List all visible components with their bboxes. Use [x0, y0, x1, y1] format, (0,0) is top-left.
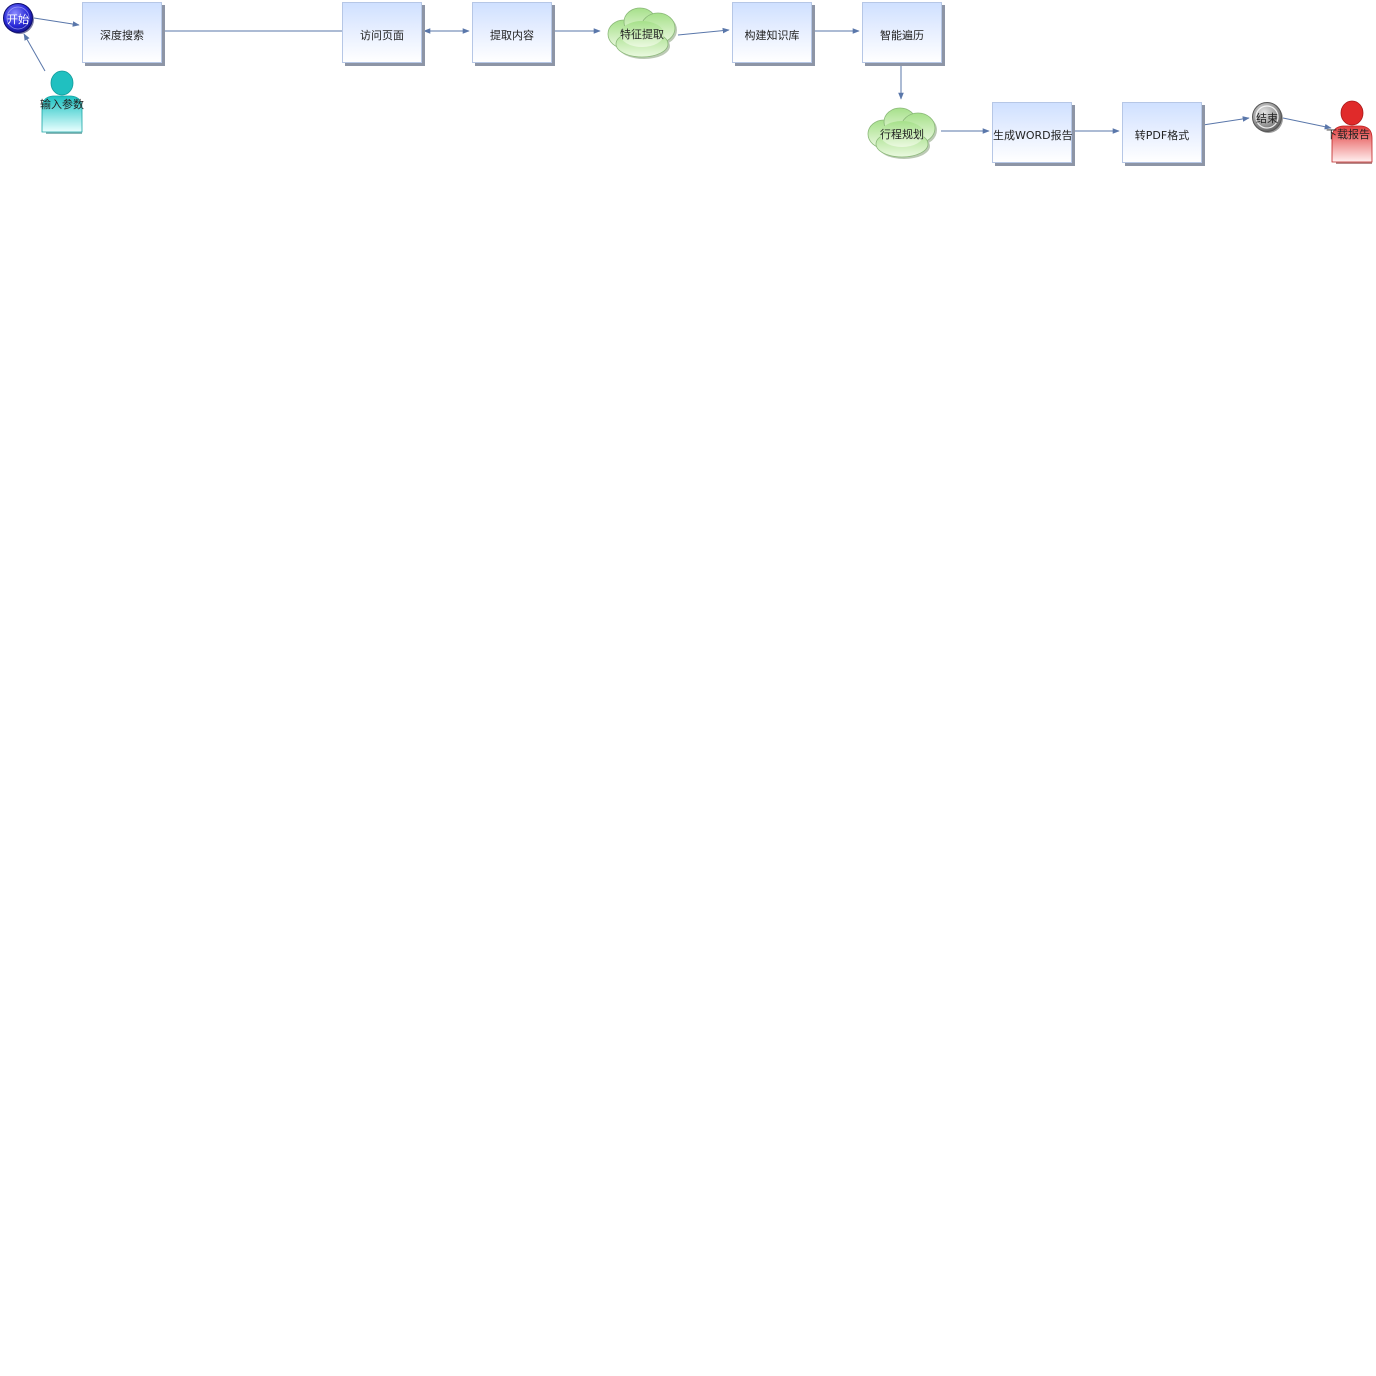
start-circle-icon	[3, 3, 34, 34]
smart-traverse-label: 智能遍历	[880, 29, 924, 42]
build-kb-node[interactable]: 构建知识库	[732, 2, 812, 63]
itinerary-label: 行程规划	[880, 128, 924, 141]
download-label: 下载报告	[1326, 128, 1370, 141]
deep-search-node[interactable]: 深度搜索	[82, 2, 162, 63]
itinerary-node[interactable]: 行程规划	[862, 104, 942, 162]
edge-end-to-download	[1282, 117, 1332, 130]
input-params-node[interactable]: 输入参数	[40, 70, 84, 134]
feature-extract-label: 特征提取	[620, 28, 664, 41]
person-icon	[41, 70, 83, 134]
edge-input-to-start	[23, 33, 46, 72]
end-circle-icon	[1252, 102, 1283, 133]
cloud-icon	[867, 107, 937, 159]
edge-start-to-deep-search	[33, 17, 80, 27]
to-pdf-node[interactable]: 转PDF格式	[1122, 102, 1202, 163]
build-kb-label: 构建知识库	[744, 29, 800, 42]
cloud-icon	[607, 7, 677, 59]
smart-traverse-node[interactable]: 智能遍历	[862, 2, 942, 63]
gen-word-node[interactable]: 生成WORD报告	[992, 102, 1073, 163]
extract-content-label: 提取内容	[490, 29, 534, 42]
extract-content-node[interactable]: 提取内容	[472, 2, 552, 63]
visit-page-node[interactable]: 访问页面	[342, 2, 422, 63]
edge-feature-extract-to-build-kb	[677, 27, 730, 36]
deep-search-label: 深度搜索	[100, 29, 144, 42]
input-params-label: 输入参数	[40, 98, 84, 111]
start-label: 开始	[7, 13, 29, 26]
end-node[interactable]: 结束	[1251, 101, 1283, 133]
edge-to-pdf-to-end	[1202, 116, 1250, 126]
download-node[interactable]: 下载报告	[1326, 100, 1374, 164]
end-label: 结束	[1256, 112, 1278, 125]
visit-page-label: 访问页面	[360, 29, 404, 42]
person-icon	[1331, 100, 1373, 164]
gen-word-label: 生成WORD报告	[993, 129, 1073, 142]
feature-extract-node[interactable]: 特征提取	[602, 4, 682, 62]
to-pdf-label: 转PDF格式	[1134, 129, 1190, 142]
start-node[interactable]: 开始	[2, 2, 34, 34]
